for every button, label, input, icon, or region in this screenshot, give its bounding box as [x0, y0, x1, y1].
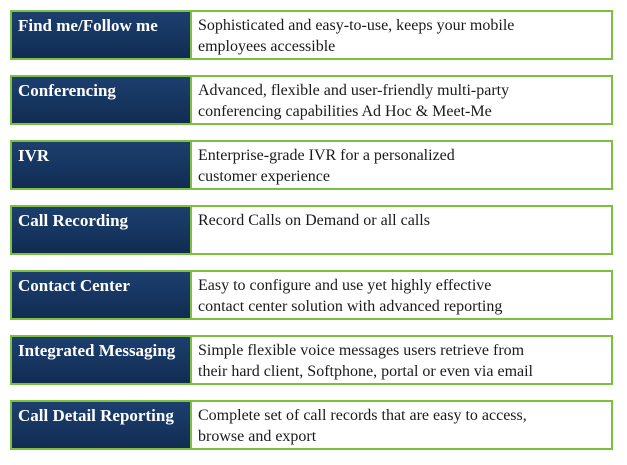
feature-description: Record Calls on Demand or all calls — [198, 210, 605, 231]
feature-description: Easy to configure and use yet highly eff… — [198, 275, 605, 317]
description-line: Easy to configure and use yet highly eff… — [198, 277, 492, 294]
feature-title: Integrated Messaging — [12, 337, 192, 383]
feature-description: Simple flexible voice messages users ret… — [198, 340, 605, 382]
description-line: Advanced, flexible and user-friendly mul… — [198, 82, 510, 99]
feature-title: Call Recording — [12, 207, 192, 253]
feature-description: Advanced, flexible and user-friendly mul… — [198, 80, 605, 122]
feature-title: IVR — [12, 142, 192, 188]
description-line: their hard client, Softphone, portal or … — [198, 363, 533, 380]
feature-list: Find me/Follow me Sophisticated and easy… — [10, 10, 613, 465]
description-line: Simple flexible voice messages users ret… — [198, 342, 525, 359]
feature-description: Complete set of call records that are ea… — [198, 405, 605, 447]
description-line: browse and export — [198, 428, 317, 445]
feature-title: Conferencing — [12, 77, 192, 123]
description-line: customer experience — [198, 168, 330, 185]
feature-row-call-recording: Call Recording Record Calls on Demand or… — [10, 205, 613, 255]
description-line: Complete set of call records that are ea… — [198, 407, 527, 424]
description-line: contact center solution with advanced re… — [198, 298, 503, 315]
description-line: Sophisticated and easy-to-use, keeps you… — [198, 17, 515, 34]
feature-row-ivr: IVR Enterprise-grade IVR for a personali… — [10, 140, 613, 190]
feature-title: Find me/Follow me — [12, 12, 192, 58]
description-line: Enterprise-grade IVR for a personalized — [198, 147, 455, 164]
feature-row-conferencing: Conferencing Advanced, flexible and user… — [10, 75, 613, 125]
feature-description: Sophisticated and easy-to-use, keeps you… — [198, 15, 605, 57]
feature-description: Enterprise-grade IVR for a personalized … — [198, 145, 605, 187]
description-line: Record Calls on Demand or all calls — [198, 212, 430, 229]
feature-row-contact-center: Contact Center Easy to configure and use… — [10, 270, 613, 320]
feature-row-integrated-messaging: Integrated Messaging Simple flexible voi… — [10, 335, 613, 385]
feature-title: Call Detail Reporting — [12, 402, 192, 448]
description-line: conferencing capabilities Ad Hoc & Meet-… — [198, 103, 492, 120]
feature-title: Contact Center — [12, 272, 192, 318]
feature-row-find-me-follow-me: Find me/Follow me Sophisticated and easy… — [10, 10, 613, 60]
description-line: employees accessible — [198, 38, 336, 55]
feature-row-call-detail-reporting: Call Detail Reporting Complete set of ca… — [10, 400, 613, 450]
